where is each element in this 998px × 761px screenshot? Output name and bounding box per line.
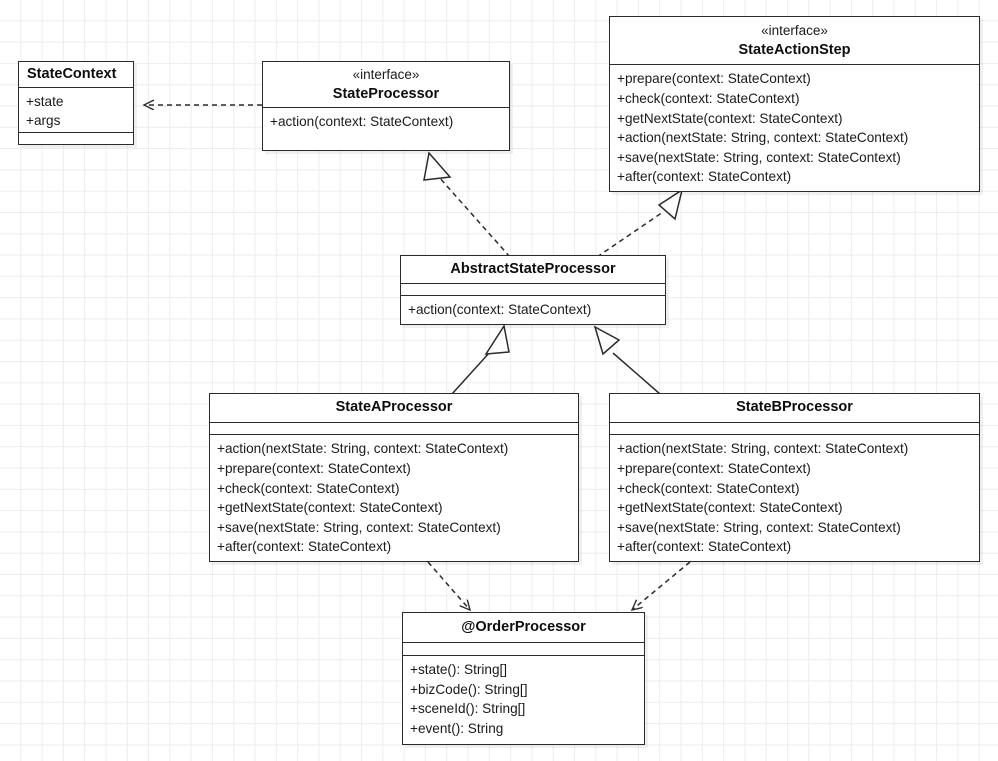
class-title-state-action-step: «interface» StateActionStep: [610, 17, 979, 64]
class-box-state-action-step[interactable]: «interface» StateActionStep +prepare(con…: [609, 16, 980, 192]
class-title-state-processor: «interface» StateProcessor: [263, 62, 509, 107]
method-item: +getNextState(context: StateContext): [617, 110, 843, 126]
class-methods-state-processor: +action(context: StateContext): [263, 107, 509, 150]
class-name-state-a-processor: StateAProcessor: [335, 399, 453, 416]
method-item: +prepare(context: StateContext): [217, 461, 411, 477]
method-item: +state(): String[]: [410, 662, 508, 677]
class-box-state-b-processor[interactable]: StateBProcessor +action(nextState: Strin…: [609, 393, 980, 562]
method-item: +after(context: StateContext): [217, 539, 392, 555]
class-box-abstract-state-processor[interactable]: AbstractStateProcessor +action(context: …: [400, 255, 666, 325]
method-item: +prepare(context: StateContext): [617, 71, 811, 87]
method-item: +action(nextState: String, context: Stat…: [217, 441, 509, 457]
method-item: +save(nextState: String, context: StateC…: [617, 149, 901, 165]
stereotype-label-state-processor: «interface»: [352, 66, 420, 82]
class-methods-abstract-state-processor: +action(context: StateContext): [401, 295, 665, 324]
class-name-state-processor: StateProcessor: [332, 85, 440, 102]
class-attributes-state-context: +state +args: [19, 86, 133, 132]
class-name-abstract-state-processor: AbstractStateProcessor: [450, 260, 616, 277]
method-item: +bizCode(): String[]: [410, 681, 528, 697]
class-title-order-processor: @OrderProcessor: [403, 613, 644, 642]
edge-state-b-depends-order-processor: [632, 561, 691, 610]
class-name-state-action-step: StateActionStep: [738, 41, 851, 58]
method-item: +event(): String: [410, 720, 504, 736]
class-title-state-b-processor: StateBProcessor: [610, 394, 979, 422]
edge-abstract-realizes-state-processor: [423, 151, 511, 258]
class-name-state-b-processor: StateBProcessor: [736, 399, 853, 416]
method-item: +action(context: StateContext): [408, 302, 592, 318]
class-attributes-state-b-processor-empty: [610, 421, 979, 435]
class-attributes-state-a-processor-empty: [210, 421, 578, 435]
method-item: +action(nextState: String, context: Stat…: [617, 441, 909, 457]
class-title-state-context: StateContext: [19, 62, 133, 87]
class-name-state-context: StateContext: [27, 65, 117, 82]
class-attributes-order-processor-empty: [403, 642, 644, 655]
method-item: +action(context: StateContext): [270, 114, 454, 129]
attribute-item: +state: [26, 93, 64, 109]
method-item: +check(context: StateContext): [217, 480, 400, 496]
class-box-order-processor[interactable]: @OrderProcessor +state(): String[] +bizC…: [402, 612, 645, 745]
class-box-state-a-processor[interactable]: StateAProcessor +action(nextState: Strin…: [209, 393, 579, 562]
class-title-state-a-processor: StateAProcessor: [210, 394, 578, 422]
class-methods-state-a-processor: +action(nextState: String, context: Stat…: [210, 434, 578, 561]
edge-state-a-depends-order-processor: [427, 561, 470, 610]
method-item: +check(context: StateContext): [617, 91, 800, 107]
class-title-abstract-state-processor: AbstractStateProcessor: [401, 256, 665, 283]
method-item: +getNextState(context: StateContext): [617, 500, 843, 516]
stereotype-label-state-action-step: «interface»: [761, 23, 828, 39]
method-item: +after(context: StateContext): [617, 169, 792, 185]
method-item: +getNextState(context: StateContext): [217, 500, 443, 516]
edge-abstract-realizes-state-action-step: [596, 188, 684, 258]
method-item: +after(context: StateContext): [617, 539, 792, 555]
method-item: +prepare(context: StateContext): [617, 461, 811, 477]
method-item: +save(nextState: String, context: StateC…: [617, 519, 901, 535]
class-methods-state-context-empty: [19, 131, 133, 144]
edge-state-b-extends-abstract: [593, 325, 661, 395]
class-box-state-processor[interactable]: «interface» StateProcessor +action(conte…: [262, 61, 510, 151]
class-box-state-context[interactable]: StateContext +state +args: [18, 61, 134, 145]
class-methods-state-b-processor: +action(nextState: String, context: Stat…: [610, 434, 979, 561]
method-item: +action(nextState: String, context: Stat…: [617, 130, 909, 146]
method-item: +check(context: StateContext): [617, 480, 800, 496]
class-attributes-abstract-state-processor-empty: [401, 283, 665, 295]
class-methods-state-action-step: +prepare(context: StateContext) +check(c…: [610, 64, 979, 191]
class-name-order-processor: @OrderProcessor: [461, 618, 586, 635]
method-item: +sceneId(): String[]: [410, 701, 526, 717]
method-item: +save(nextState: String, context: StateC…: [217, 519, 501, 535]
attribute-item: +args: [26, 113, 61, 129]
edge-state-a-extends-abstract: [451, 324, 510, 395]
class-methods-order-processor: +state(): String[] +bizCode(): String[] …: [403, 655, 644, 744]
